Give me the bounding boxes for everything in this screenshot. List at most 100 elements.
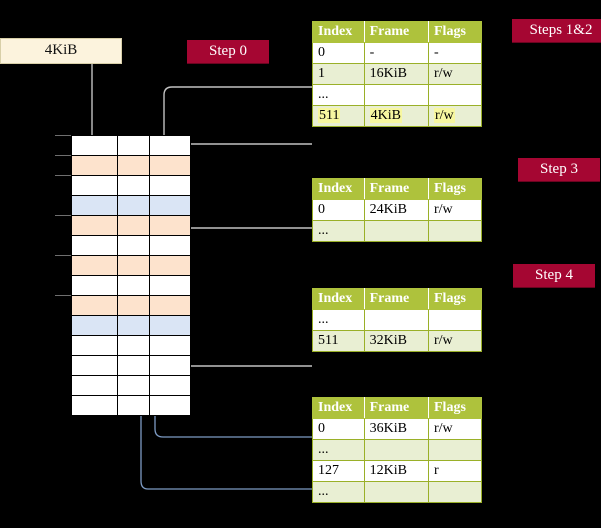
cell-flags: r/w [428,63,482,85]
column-header-frame: Frame [363,288,430,310]
table-header-row: Index Frame Flags [312,21,482,43]
cell-index: 0 [312,42,365,64]
cell-frame: 12KiB [363,460,430,482]
cell-frame: - [363,42,430,64]
memory-frame-row [72,216,190,236]
memory-row-tick [55,295,71,296]
table-row: 0-- [312,42,482,64]
physical-memory-column [71,135,191,416]
memory-frame-row [72,156,190,176]
table-header-row: Index Frame Flags [312,178,482,200]
memory-row-tick [55,255,71,256]
memory-column-divider [117,136,118,415]
memory-frame-row [72,276,190,296]
cell-flags [428,439,482,461]
badge-step-3-label: Step 3 [540,161,578,177]
column-header-flags: Flags [428,178,482,200]
cell-frame [363,84,430,106]
column-header-index: Index [312,178,365,200]
cell-flags [428,309,482,331]
cell-flags: r [428,460,482,482]
memory-frame-row [72,316,190,336]
cell-index: ... [312,84,365,106]
cell-flags: r/w [428,105,482,127]
column-header-flags: Flags [428,288,482,310]
cell-flags [428,220,482,242]
link-bottom127-to-memory [134,206,312,490]
cell-frame: 24KiB [363,199,430,221]
highlight-mark: 511 [318,107,341,123]
column-header-flags: Flags [428,397,482,419]
cell-index: 127 [312,460,365,482]
cell-index: ... [312,220,365,242]
memory-frame-row [72,296,190,316]
source-frame-box: 4KiB [0,38,122,64]
cell-flags [428,481,482,503]
table-row: ... [312,439,482,461]
source-frame-label: 4KiB [44,42,78,58]
table-row: ... [312,309,482,331]
cell-frame: 36KiB [363,418,430,440]
memory-frame-row [72,236,190,256]
cell-flags: - [428,42,482,64]
column-header-flags: Flags [428,21,482,43]
cell-flags [428,84,482,106]
highlight-mark: 4KiB [369,107,402,123]
memory-frame-row [72,396,190,416]
badge-step-3: Step 3 [518,158,600,181]
cell-flags: r/w [428,330,482,352]
memory-frame-row [72,136,190,156]
memory-column-divider [149,136,150,415]
cell-index: 511 [312,330,365,352]
memory-row-tick [55,155,71,156]
cell-index: 0 [312,199,365,221]
table-row: ... [312,481,482,503]
cell-index: ... [312,439,365,461]
table-header-row: Index Frame Flags [312,397,482,419]
badge-step-4-label: Step 4 [535,267,573,283]
cell-frame: 16KiB [363,63,430,85]
table-header-row: Index Frame Flags [312,288,482,310]
cell-flags: r/w [428,199,482,221]
link-steps12-to-memory [163,86,312,156]
badge-steps-1-2-label: Steps 1&2 [529,22,593,38]
memory-frame-row [72,376,190,396]
link-bottom0-to-memory [148,337,312,438]
cell-index: ... [312,481,365,503]
badge-step-0: Step 0 [187,40,269,63]
memory-row-tick [55,175,71,176]
cell-index: 511 [312,105,365,127]
memory-frame-row [72,356,190,376]
column-header-index: Index [312,21,365,43]
cell-flags: r/w [428,418,482,440]
badge-step-4: Step 4 [513,264,595,287]
column-header-frame: Frame [363,397,430,419]
column-header-frame: Frame [363,178,430,200]
cell-frame [363,481,430,503]
table-row: 511 4KiB r/w [312,105,482,127]
memory-row-tick [55,215,71,216]
badge-steps-1-2: Steps 1&2 [512,19,601,42]
column-header-index: Index [312,288,365,310]
cell-index: 0 [312,418,365,440]
memory-frame-row [72,176,190,196]
table-row: ... [312,220,482,242]
highlight-mark: r/w [434,107,455,123]
cell-frame: 32KiB [363,330,430,352]
cell-frame [363,309,430,331]
cell-index: 1 [312,63,365,85]
table-row: ... [312,84,482,106]
link-step3-to-memory [182,227,312,262]
memory-frame-row [72,256,190,276]
memory-row-tick [55,135,71,136]
cell-frame [363,220,430,242]
memory-frame-row [72,336,190,356]
